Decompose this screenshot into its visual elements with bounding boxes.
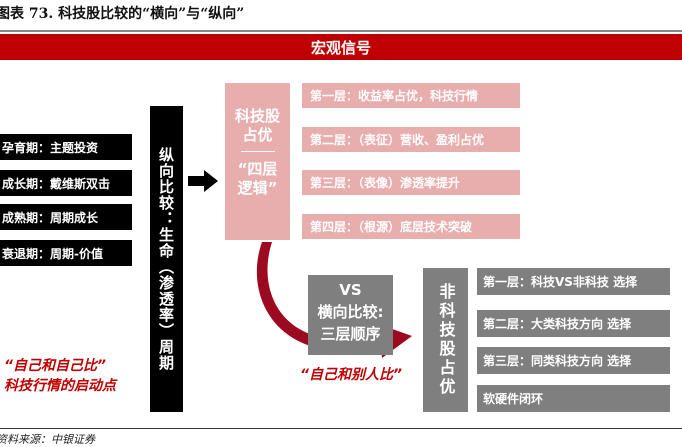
self-comparison-note: “自己和自己比” 科技行情的启动点 — [4, 356, 116, 396]
vs-label: 三层顺序 — [320, 325, 381, 343]
note-line: “自己和自己比” — [4, 358, 107, 374]
lifecycle-stage: 孕育期：主题投资 — [0, 134, 132, 160]
tech-title-line: 科技股 — [234, 107, 280, 125]
tech-layer: 第一层：收益率占优，科技行情 — [302, 83, 520, 108]
logic-line: “四层 — [237, 160, 278, 178]
tech-layer: 第四层：（根源）底层技术突破 — [302, 214, 520, 239]
separator — [240, 151, 275, 152]
macro-signal-banner: 宏观信号 — [0, 34, 682, 60]
curved-arrow-icon — [256, 242, 412, 358]
lifecycle-stage: 衰退期：周期-价值 — [0, 240, 132, 266]
nontech-layer: 第一层：科技VS非科技 选择 — [477, 268, 670, 295]
tech-layer: 第二层：（表征）营收、盈利占优 — [302, 127, 520, 152]
vs-label: 横向比较: — [317, 303, 384, 321]
source-note: 资料来源：中银证券 — [0, 433, 95, 446]
nontech-layer: 软硬件闭环 — [477, 385, 670, 412]
tech-outperform-box: 科技股 占优 “四层 逻辑” — [225, 83, 290, 240]
logic-line: 逻辑” — [237, 179, 278, 197]
peer-comparison-note: “自己和别人比” — [300, 367, 403, 383]
tech-title-line: 占优 — [242, 126, 273, 144]
nontech-outperform-box: 非科技股占优 — [423, 268, 468, 412]
horizontal-comparison-box: VS 横向比较: 三层顺序 — [308, 275, 393, 355]
note-line: 科技行情的启动点 — [4, 378, 116, 394]
divider — [0, 428, 682, 429]
lifecycle-stage: 成熟期：周期成长 — [0, 204, 132, 230]
nontech-layer: 第三层：同类科技方向 选择 — [477, 347, 670, 374]
vs-label: VS — [339, 281, 362, 299]
lifecycle-stage: 成长期：戴维斯双击 — [0, 170, 132, 196]
right-arrow-icon — [188, 170, 218, 192]
tech-layer: 第三层：（表像）渗透率提升 — [302, 170, 520, 195]
divider — [0, 30, 682, 32]
figure-title: 图表 73. 科技股比较的“横向”与“纵向” — [0, 6, 245, 22]
vertical-comparison-bar: 纵向比较：生命（渗透率）周期 — [150, 106, 183, 412]
nontech-layer: 第二层：大类科技方向 选择 — [477, 310, 670, 337]
